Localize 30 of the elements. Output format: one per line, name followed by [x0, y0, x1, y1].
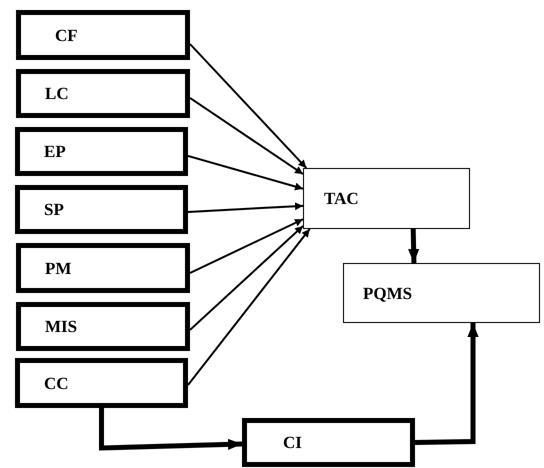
box-label: EP [44, 143, 66, 160]
arrow [414, 323, 479, 445]
box-label: CF [55, 26, 78, 44]
box-label: MIS [45, 318, 78, 335]
arrow [189, 43, 308, 169]
box-label: PM [45, 260, 72, 276]
process-box [15, 127, 188, 176]
process-box [15, 185, 188, 234]
box-label: CI [283, 434, 302, 451]
process-box [16, 10, 190, 60]
arrow [189, 225, 304, 331]
process-box [242, 418, 415, 467]
arrow [188, 202, 304, 213]
arrow [188, 154, 304, 190]
box-label: SP [44, 201, 64, 218]
box-label: CC [44, 374, 69, 392]
process-box [303, 168, 470, 229]
arrow [190, 218, 304, 274]
process-box [15, 358, 188, 408]
process-box [16, 243, 190, 293]
arrow [408, 228, 420, 264]
process-box [16, 69, 190, 118]
arrow [189, 97, 304, 175]
arrow [187, 228, 310, 386]
arrow [99, 408, 242, 451]
box-label: TAC [324, 190, 359, 207]
box-label: LC [45, 85, 69, 102]
process-box [16, 302, 190, 351]
process-box [343, 263, 540, 323]
box-label: PQMS [363, 284, 412, 302]
